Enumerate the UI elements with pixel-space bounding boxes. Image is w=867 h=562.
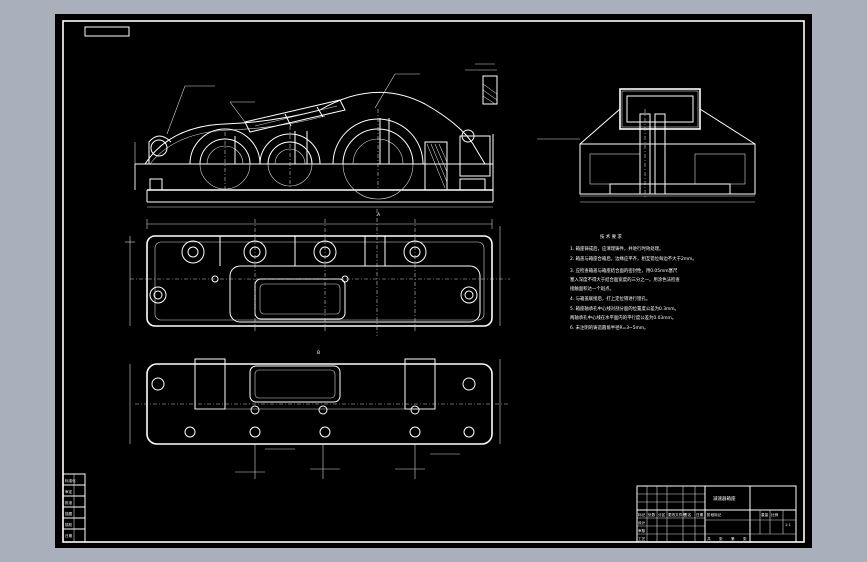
cad-drawing-sheet: A B 技 术 要 求 1. 箱座铸成后，应清理铸件，并进行时效处理。 2. 箱… [55,14,812,548]
tech-note-5: 5. 箱座轴承孔中心线对剖分面的位置度公差为0.3mm。 [570,305,679,312]
left-title-strip: 标准化 审定 批准 描图 描校 日期 [62,473,86,543]
role-design: 设计 [638,520,646,525]
tech-note-1: 1. 箱座铸成后，应清理铸件，并进行时效处理。 [570,245,663,252]
weight-label: 重量 [761,512,769,517]
strip-label-4: 描图 [65,511,73,516]
corner-label-box [84,26,130,37]
title-block: 减速器箱座 标记 处数 分区 更改文件号 签名 日期 设计 审核 工艺 阶段标记… [636,485,797,543]
tech-note-3c: 接触面积达一个斑点。 [570,285,614,292]
section-mark-a: A [377,212,381,218]
title-label-5: 签名 [684,512,692,517]
strip-label-5: 描校 [65,522,73,527]
bottom-view [129,358,510,479]
sheet-unit-2: 张 [743,536,747,541]
drawing-name: 减速器箱座 [713,495,736,502]
sheet-index: 第 [731,536,735,541]
tech-requirements-title: 技 术 要 求 [600,233,622,240]
tech-note-2: 2. 箱盖与箱座合箱后，边缘应平齐，相互错位每边不大于2mm。 [570,255,697,262]
sheet-unit-1: 张 [719,536,723,541]
tech-note-5b: 两轴承孔中心线在水平面内的平行度公差为0.03mm。 [570,314,676,321]
strip-label-3: 批准 [65,500,73,505]
scale-value: 1:1 [785,523,791,527]
role-review: 审核 [638,528,646,533]
tech-note-3b: 塞入深度不得大于结合面宽度的三分之一。用涂色法检查 [570,276,680,283]
stage-label: 阶段标记 [707,512,722,517]
title-label-6: 日期 [696,512,704,517]
drawing-frame [62,20,805,543]
top-view [125,209,510,336]
tech-note-3: 3. 应检查箱盖与箱座结合面的密封性，用0.05mm塞尺 [570,267,678,274]
technical-requirements: 技 术 要 求 1. 箱座铸成后，应清理铸件，并进行时效处理。 2. 箱盖与箱座… [570,233,697,331]
tech-note-6: 6. 未注明的铸造圆角半径R=3~5mm。 [570,324,648,331]
tech-note-4: 4. 与箱盖联接后，打上定位销进行镗孔。 [570,295,650,302]
title-label-3: 分区 [658,512,666,517]
view-label-b: B [317,350,320,356]
title-label-2: 处数 [648,512,656,517]
drawing-svg: A B 技 术 要 求 1. 箱座铸成后，应清理铸件，并进行时效处理。 2. 箱… [62,20,805,543]
strip-label-6: 日期 [65,533,73,538]
role-process: 工艺 [638,536,646,541]
sheet-total: 共 [707,536,711,541]
strip-label-2: 审定 [65,489,73,494]
strip-label-1: 标准化 [65,478,76,483]
scale-label: 比例 [771,512,779,517]
title-label-4: 更改文件号 [668,512,686,517]
title-label-1: 标记 [638,512,646,517]
side-view [537,88,756,203]
front-view [134,73,494,208]
detail-section [465,63,498,105]
